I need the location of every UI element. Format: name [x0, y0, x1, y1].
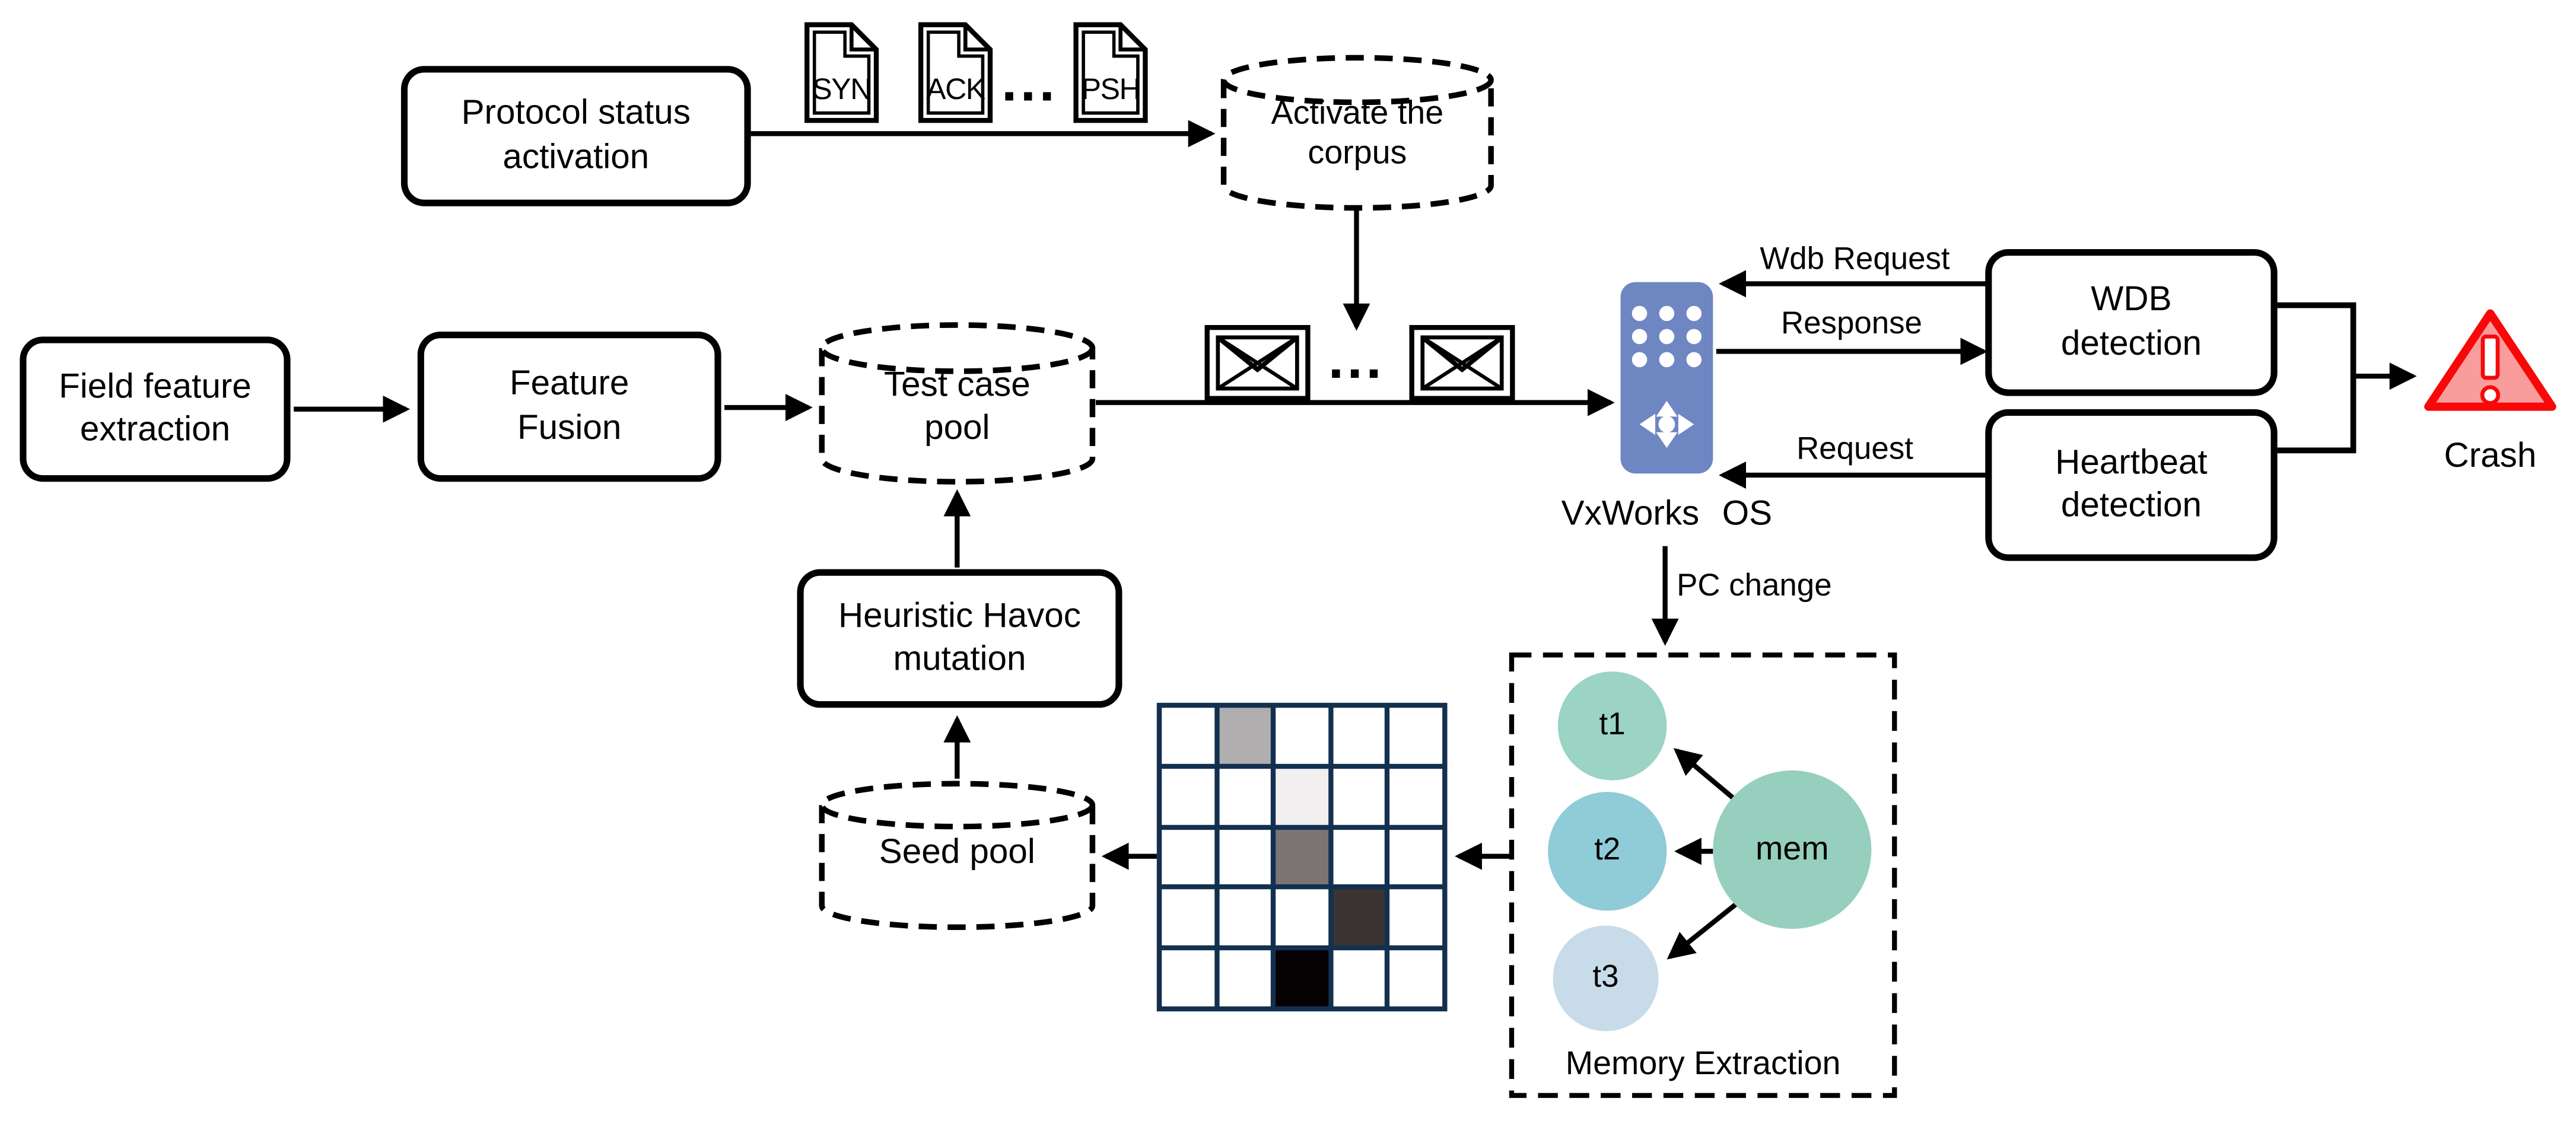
memory-node-t2-label: t2	[1594, 833, 1621, 868]
matrix-cell	[1390, 950, 1443, 1007]
envelope-icon	[1412, 327, 1513, 399]
memory-node-t1-label: t1	[1599, 708, 1626, 743]
packet-doc-syn: SYN	[804, 21, 880, 123]
document-icon	[804, 22, 879, 123]
pc-change-label: PC change	[1677, 569, 1832, 604]
packet-doc-ack: ACK	[918, 21, 994, 123]
matrix-cell	[1162, 829, 1214, 886]
matrix-cell	[1162, 768, 1214, 824]
memory-node-t3-label: t3	[1592, 960, 1619, 995]
heuristic-havoc-mutation-label: Heuristic Havoc mutation	[838, 597, 1081, 679]
wdb-detection-box: WDB detection	[1985, 249, 2278, 396]
matrix-cell	[1332, 708, 1385, 764]
matrix-cell	[1219, 950, 1271, 1007]
matrix-cell	[1276, 829, 1328, 886]
docs-ellipsis: ...	[1001, 51, 1058, 114]
testpool-cylinder-top	[819, 322, 1096, 374]
heartbeat-detection-label: Heartbeat detection	[2055, 444, 2208, 525]
vxworks-os-label: VxWorks OS	[1561, 495, 1773, 533]
response-label: Response	[1780, 307, 1922, 342]
vxworks-os-icon	[1620, 282, 1713, 474]
matrix-cell	[1390, 829, 1443, 886]
memory-matrix	[1156, 702, 1448, 1012]
field-feature-extraction-box: Field feature extraction	[20, 336, 291, 482]
matrix-cell	[1332, 768, 1385, 824]
edge-mem-to-t3	[1667, 902, 1738, 960]
matrix-cell	[1276, 768, 1328, 824]
testpool-cylinder	[819, 348, 1096, 485]
activate-corpus-label: Activate the corpus	[1271, 95, 1444, 172]
matrix-cell	[1219, 829, 1271, 886]
matrix-cell	[1332, 890, 1385, 946]
protocol-status-activation-box: Protocol status activation	[400, 66, 751, 206]
matrix-cell	[1332, 950, 1385, 1007]
envelopes-ellipsis: ...	[1328, 328, 1385, 391]
wdb-detection-label: WDB detection	[2060, 281, 2202, 362]
memory-extraction-title: Memory Extraction	[1565, 1046, 1841, 1082]
memory-node-t2: t2	[1548, 792, 1667, 911]
crash-label: Crash	[2444, 437, 2537, 476]
memory-extraction-box	[1509, 652, 1897, 1098]
matrix-cell	[1332, 829, 1385, 886]
packet-doc-ack-label: ACK	[926, 71, 985, 105]
matrix-cell	[1219, 708, 1271, 764]
edge-detectors-join	[2277, 302, 2356, 454]
matrix-cell	[1276, 890, 1328, 946]
document-icon	[918, 22, 993, 123]
memory-node-t3: t3	[1553, 925, 1659, 1031]
document-icon	[1073, 22, 1148, 123]
memory-node-mem: mem	[1713, 770, 1872, 929]
packet-doc-psh: PSH	[1073, 21, 1149, 123]
envelope-icon	[1207, 327, 1308, 399]
feature-fusion-box: Feature Fusion	[417, 332, 721, 482]
matrix-cell	[1390, 708, 1443, 764]
heartbeat-detection-box: Heartbeat detection	[1985, 409, 2278, 561]
wdb-request-label: Wdb Request	[1760, 242, 1950, 278]
heuristic-havoc-mutation-box: Heuristic Havoc mutation	[797, 569, 1122, 708]
matrix-cell	[1390, 768, 1443, 824]
test-case-pool-label: Test case pool	[883, 367, 1031, 447]
corpus-cylinder	[1220, 79, 1494, 211]
corpus-cylinder-top	[1220, 55, 1494, 106]
protocol-status-activation-label: Protocol status activation	[461, 94, 691, 176]
seed-pool-label: Seed pool	[879, 833, 1035, 872]
request-label: Request	[1796, 432, 1913, 467]
field-feature-extraction-label: Field feature extraction	[59, 368, 252, 449]
seedpool-cylinder	[819, 805, 1096, 930]
edge-mem-to-t1	[1673, 748, 1739, 804]
packet-doc-psh-label: PSH	[1081, 71, 1141, 105]
memory-node-t1: t1	[1557, 671, 1667, 781]
packet-doc-syn-label: SYN	[812, 71, 872, 105]
matrix-cell	[1276, 950, 1328, 1007]
matrix-cell	[1162, 950, 1214, 1007]
seedpool-cylinder-top	[819, 781, 1096, 830]
matrix-cell	[1219, 768, 1271, 824]
matrix-cell	[1162, 890, 1214, 946]
matrix-cell	[1219, 890, 1271, 946]
matrix-cell	[1276, 708, 1328, 764]
feature-fusion-label: Feature Fusion	[509, 365, 629, 447]
crash-warning-icon	[2424, 309, 2556, 411]
matrix-cell	[1162, 708, 1214, 764]
matrix-cell	[1390, 890, 1443, 946]
memory-node-mem-label: mem	[1755, 830, 1829, 867]
